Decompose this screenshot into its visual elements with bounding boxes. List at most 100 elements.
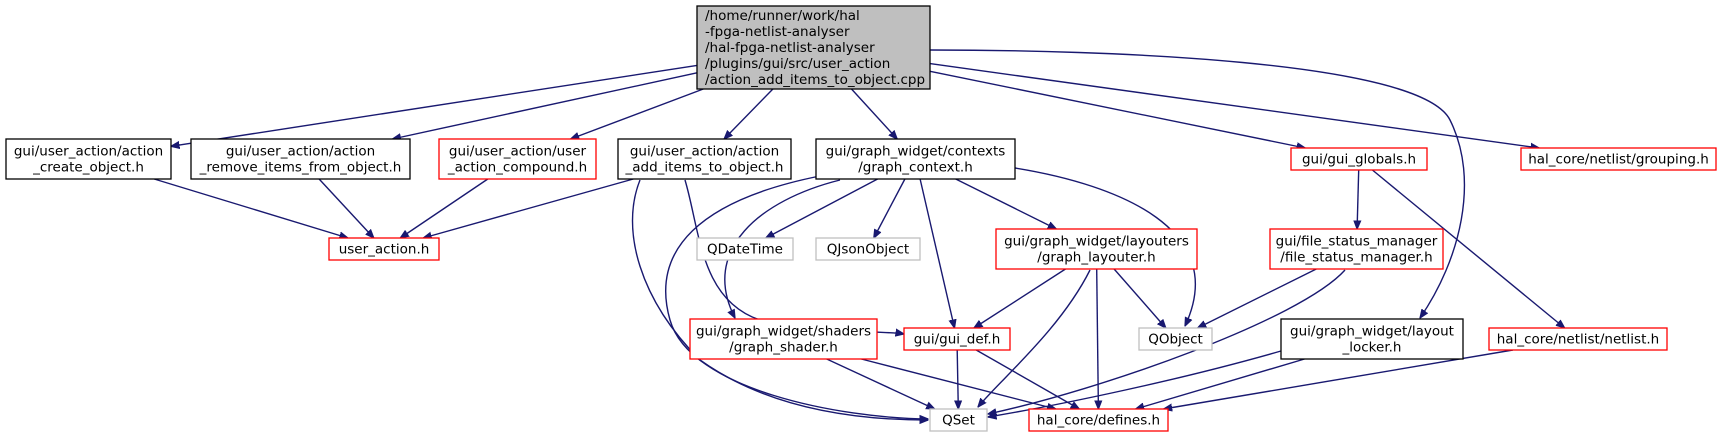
edge-src-to-gui_globals (929, 70, 1305, 148)
node-box (696, 5, 931, 90)
node-label-line: gui/graph_widget/shaders (696, 324, 871, 340)
node-qset: QSet (929, 408, 988, 432)
node-label-line: /plugins/gui/src/user_action (705, 56, 890, 72)
node-label-line: QSet (942, 413, 975, 429)
node-label-line: /graph_context.h (858, 160, 973, 176)
node-label-line: gui/graph_widget/contexts (826, 144, 1006, 160)
node-box (438, 138, 597, 180)
node-box (190, 138, 411, 180)
node-box (815, 138, 1016, 180)
node-box (5, 138, 172, 180)
node-label-line: gui/user_action/action (226, 144, 375, 160)
edge-graph_context-to-qset (665, 175, 928, 419)
edge-src-to-layout_locker (929, 49, 1466, 318)
edge-add_items-to-qset (631, 179, 929, 420)
node-box (995, 228, 1198, 270)
node-gui-def[interactable]: gui/gui_def.h (903, 327, 1011, 351)
node-label-line: hal_core/netlist/grouping.h (1528, 152, 1709, 168)
node-label-line: /hal-fpga-netlist-analyser (705, 40, 875, 56)
node-create-object[interactable]: gui/user_action/action_create_object.h (5, 138, 172, 180)
node-qdatetime: QDateTime (696, 237, 794, 261)
node-file-status-manager[interactable]: gui/file_status_manager/file_status_mana… (1269, 228, 1444, 270)
node-box (1269, 228, 1444, 270)
node-label-line: hal_core/defines.h (1037, 413, 1160, 429)
node-netlist[interactable]: hal_core/netlist/netlist.h (1488, 327, 1668, 351)
node-box (689, 318, 878, 360)
node-box (617, 138, 792, 180)
node-defines[interactable]: hal_core/defines.h (1028, 408, 1169, 432)
node-add-items[interactable]: gui/user_action/action_add_items_to_obje… (617, 138, 792, 180)
node-label-line: /graph_layouter.h (1037, 250, 1155, 266)
node-grouping[interactable]: hal_core/netlist/grouping.h (1520, 147, 1717, 171)
edge-gui_def-to-defines (975, 349, 1079, 409)
node-box (903, 327, 1011, 351)
node-label-line: /file_status_manager.h (1280, 250, 1432, 266)
edge-graph_layouter-to-defines (1097, 268, 1099, 409)
edge-graph_context-to-qobject (1014, 167, 1197, 326)
node-label-line: gui/user_action/action (630, 144, 779, 160)
node-label-line: _action_compound.h (447, 160, 587, 176)
node-label-line: gui/file_status_manager (1276, 234, 1438, 250)
node-label-line: gui/user_action/user (449, 144, 587, 160)
edge-src-to-graph_context (850, 88, 898, 139)
node-remove-items[interactable]: gui/user_action/action_remove_items_from… (190, 138, 411, 180)
node-box (328, 237, 440, 261)
edge-netlist-to-defines (1164, 349, 1514, 409)
node-src[interactable]: /home/runner/work/hal-fpga-netlist-analy… (696, 5, 931, 90)
node-label-line: -fpga-netlist-analyser (705, 24, 850, 40)
nodes-layer: /home/runner/work/hal-fpga-netlist-analy… (5, 5, 1717, 432)
edge-remove_items-to-user_action (318, 178, 374, 238)
edge-graph_context-to-qdatetime (766, 178, 878, 238)
node-label-line: hal_core/netlist/netlist.h (1497, 332, 1659, 348)
edge-file_status_manager-to-qobject (1198, 268, 1317, 328)
edge-graph_context-to-graph_layouter (955, 178, 1057, 229)
edge-graph_layouter-to-qobject (1113, 268, 1166, 328)
node-box (696, 237, 794, 261)
node-label-line: QDateTime (707, 242, 783, 258)
node-graph-context[interactable]: gui/graph_widget/contexts/graph_context.… (815, 138, 1016, 180)
edge-src-to-user_action_compound (571, 88, 704, 139)
node-label-line: _remove_items_from_object.h (199, 160, 402, 176)
edge-layout_locker-to-qset (988, 350, 1282, 417)
node-label-line: _add_items_to_object.h (625, 160, 784, 176)
node-layout-locker[interactable]: gui/graph_widget/layout_locker.h (1280, 318, 1464, 360)
node-gui-globals[interactable]: gui/gui_globals.h (1290, 147, 1428, 171)
node-label-line: gui/graph_widget/layout (1290, 324, 1454, 340)
node-box (1028, 408, 1169, 432)
node-label-line: _create_object.h (32, 160, 144, 176)
node-label-line: gui/gui_def.h (914, 332, 1001, 348)
edge-gui_globals-to-netlist (1371, 169, 1564, 328)
edge-src-to-remove_items (393, 72, 698, 139)
node-box (1138, 327, 1213, 351)
node-label-line: gui/gui_globals.h (1302, 152, 1416, 168)
edge-file_status_manager-to-qset (988, 269, 1346, 414)
edge-gui_globals-to-file_status_manager (1357, 169, 1359, 229)
edge-gui_def-to-qset (957, 349, 958, 409)
node-label-line: /home/runner/work/hal (705, 8, 860, 24)
edge-graph_shader-to-qset (826, 358, 935, 409)
node-label-line: _locker.h (1342, 340, 1402, 356)
node-label-line: /action_add_items_to_object.cpp (705, 72, 925, 88)
node-box (929, 408, 988, 432)
edge-src-to-grouping (929, 62, 1539, 148)
edge-graph_context-to-graph_shader (724, 179, 841, 318)
edge-graph_context-to-gui_def (919, 178, 954, 328)
edge-src-to-create_object (171, 64, 698, 146)
edge-user_action_compound-to-user_action (400, 178, 489, 238)
node-graph-layouter[interactable]: gui/graph_widget/layouters/graph_layoute… (995, 228, 1198, 270)
node-graph-shader[interactable]: gui/graph_widget/shaders/graph_shader.h (689, 318, 878, 360)
node-label-line: QJsonObject (827, 242, 909, 258)
node-label-line: gui/graph_widget/layouters (1004, 234, 1189, 250)
node-box (815, 237, 921, 261)
edge-src-to-add_items (724, 88, 774, 139)
node-box (1488, 327, 1668, 351)
edge-graph_layouter-to-gui_def (974, 268, 1066, 328)
node-user-action-compound[interactable]: gui/user_action/user_action_compound.h (438, 138, 597, 180)
edge-add_items-to-user_action (423, 178, 634, 238)
node-user-action[interactable]: user_action.h (328, 237, 440, 261)
node-label-line: /graph_shader.h (729, 340, 838, 356)
edge-create_object-to-user_action (153, 178, 348, 238)
node-box (1280, 318, 1464, 360)
node-box (1520, 147, 1717, 171)
